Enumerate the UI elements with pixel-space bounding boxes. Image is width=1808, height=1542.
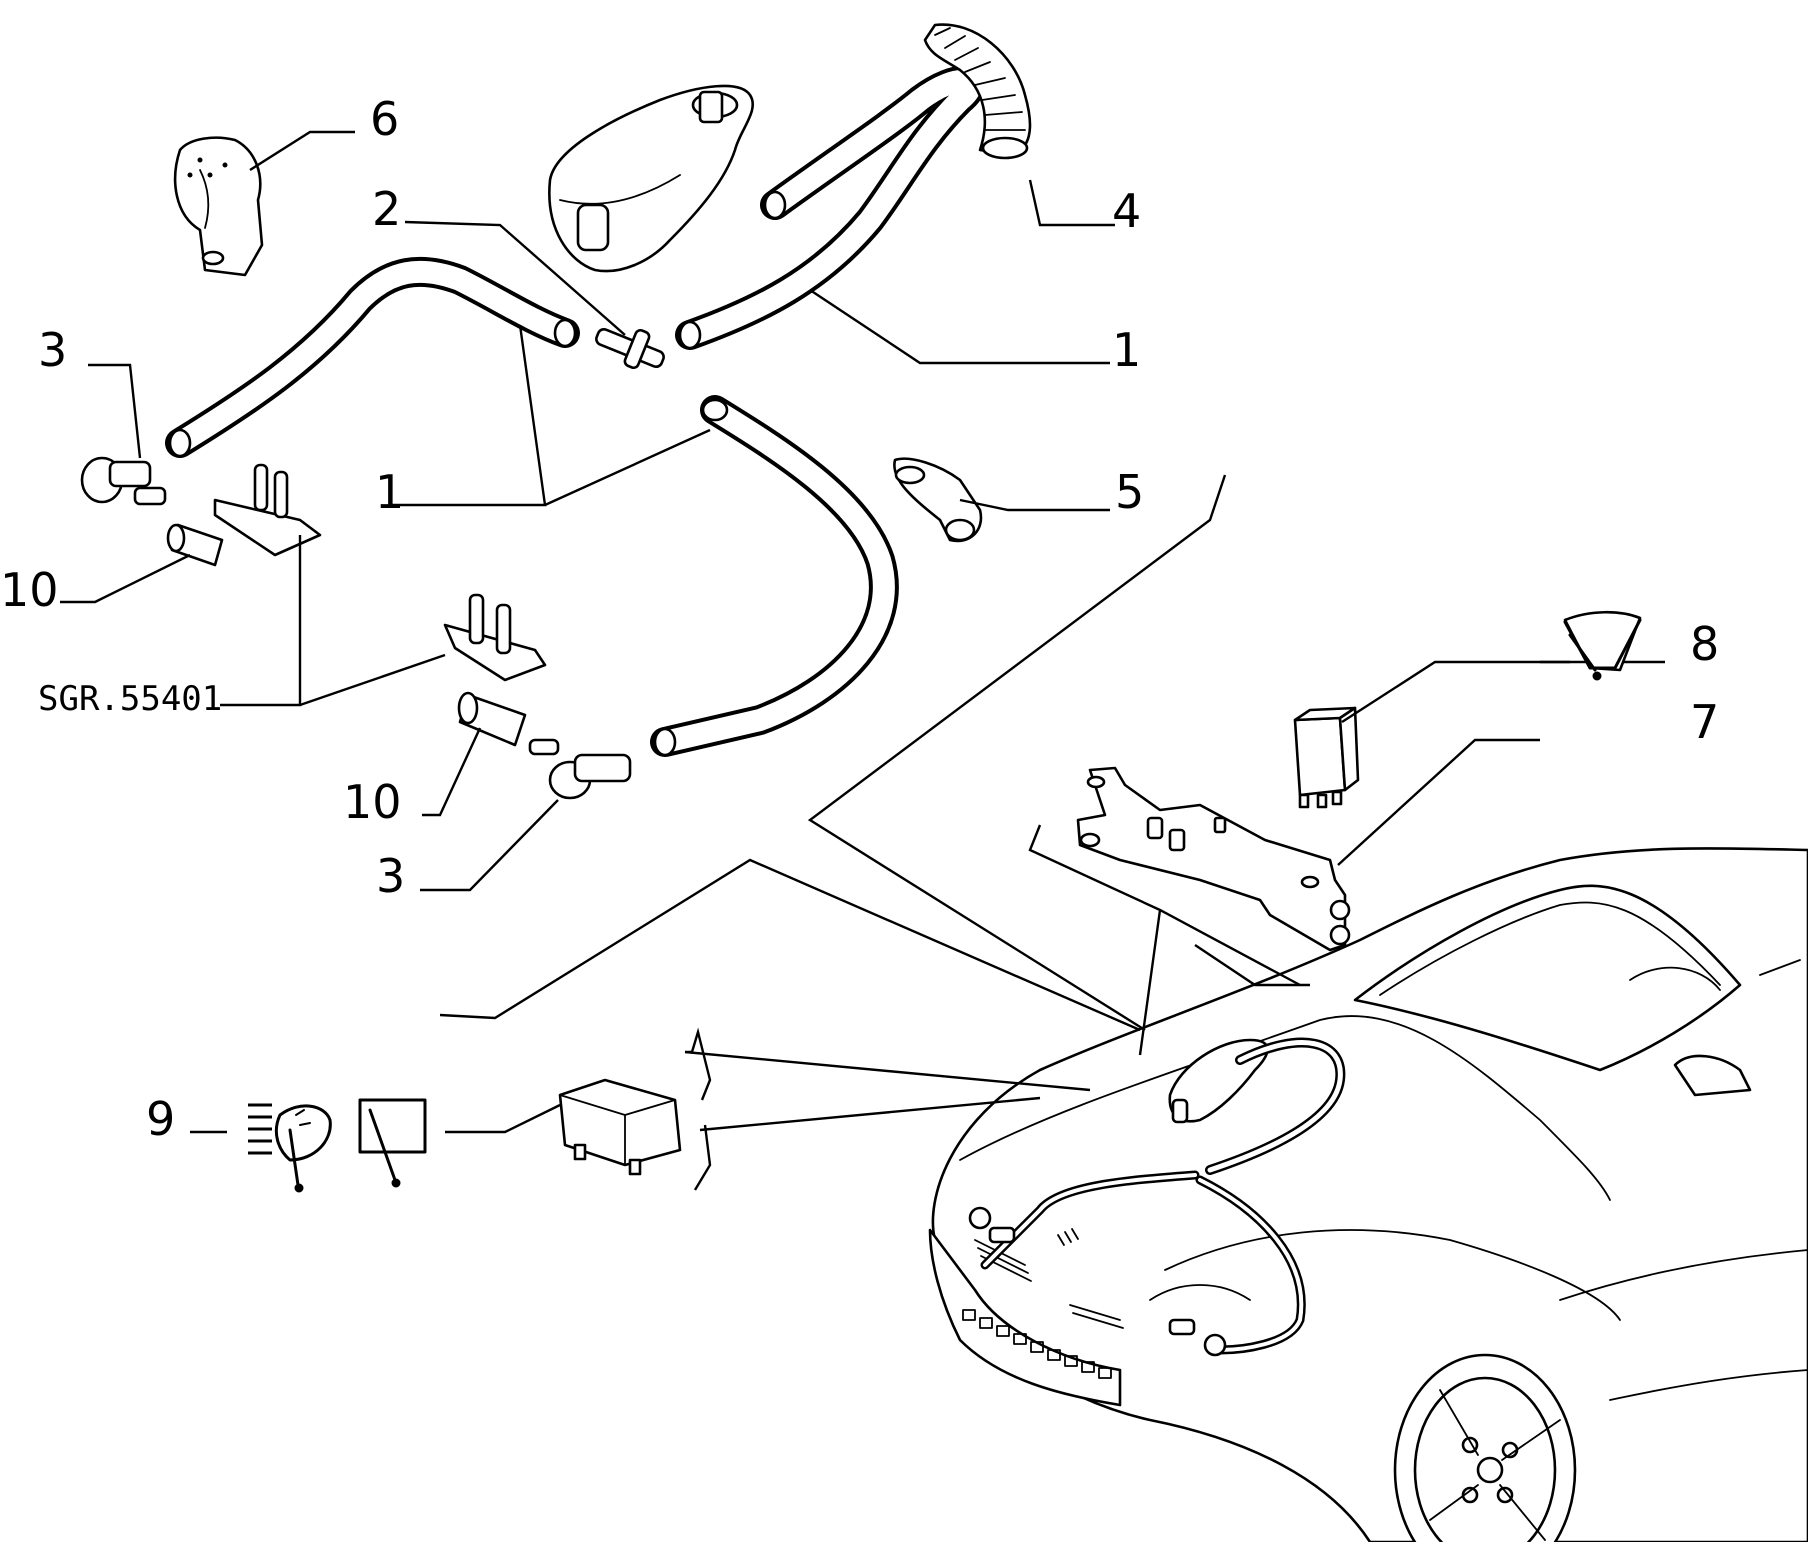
nozzle-bracket-upper	[213, 463, 322, 557]
t-connector	[595, 327, 665, 370]
callout-3-lower: 3	[376, 849, 405, 903]
callout-5: 5	[1115, 465, 1144, 519]
callout-6: 6	[370, 92, 399, 146]
wiper-relay	[1293, 706, 1360, 809]
hose-upper-right	[675, 66, 985, 350]
corrugated-filler-hose	[923, 23, 1032, 160]
callout-1-middle: 1	[375, 465, 404, 519]
hose-lower	[650, 395, 899, 757]
callout-labels: 6 2 4 1 3 1 5 10 SGR.55401 8 7 10 3 9	[0, 92, 1719, 1146]
relay-mounting-bracket	[1076, 766, 1351, 952]
perspective-lines	[439, 474, 1310, 1191]
washer-nozzle-lower	[528, 738, 632, 800]
callout-4: 4	[1112, 184, 1141, 238]
callout-2: 2	[372, 182, 401, 236]
car-washer-system	[968, 1037, 1346, 1357]
washer-nozzle-upper	[80, 456, 167, 506]
sleeve-lower	[457, 691, 527, 747]
washer-reservoir	[548, 84, 755, 273]
nozzle-bracket-lower	[443, 593, 547, 682]
headlamp-washer-relay	[558, 1078, 682, 1176]
callout-3-upper: 3	[38, 323, 67, 377]
callout-7: 7	[1690, 695, 1719, 749]
hose-upper-left	[165, 256, 580, 458]
callout-10-lower: 10	[343, 775, 402, 829]
callout-8: 8	[1690, 617, 1719, 671]
window-wiper-icon	[358, 1098, 427, 1188]
callout-10-upper: 10	[0, 563, 59, 617]
wiper-icon	[1563, 610, 1642, 681]
hose-clip	[893, 457, 983, 543]
callout-9: 9	[146, 1092, 175, 1146]
hose-clamp-bracket	[173, 136, 264, 277]
leader-lines	[60, 130, 1665, 1134]
headlamp-washer-icon	[248, 1103, 332, 1193]
car-front-view	[928, 847, 1808, 1542]
sleeve-upper	[166, 523, 224, 567]
callout-1-upper: 1	[1112, 323, 1141, 377]
group-code: SGR.55401	[38, 679, 222, 719]
